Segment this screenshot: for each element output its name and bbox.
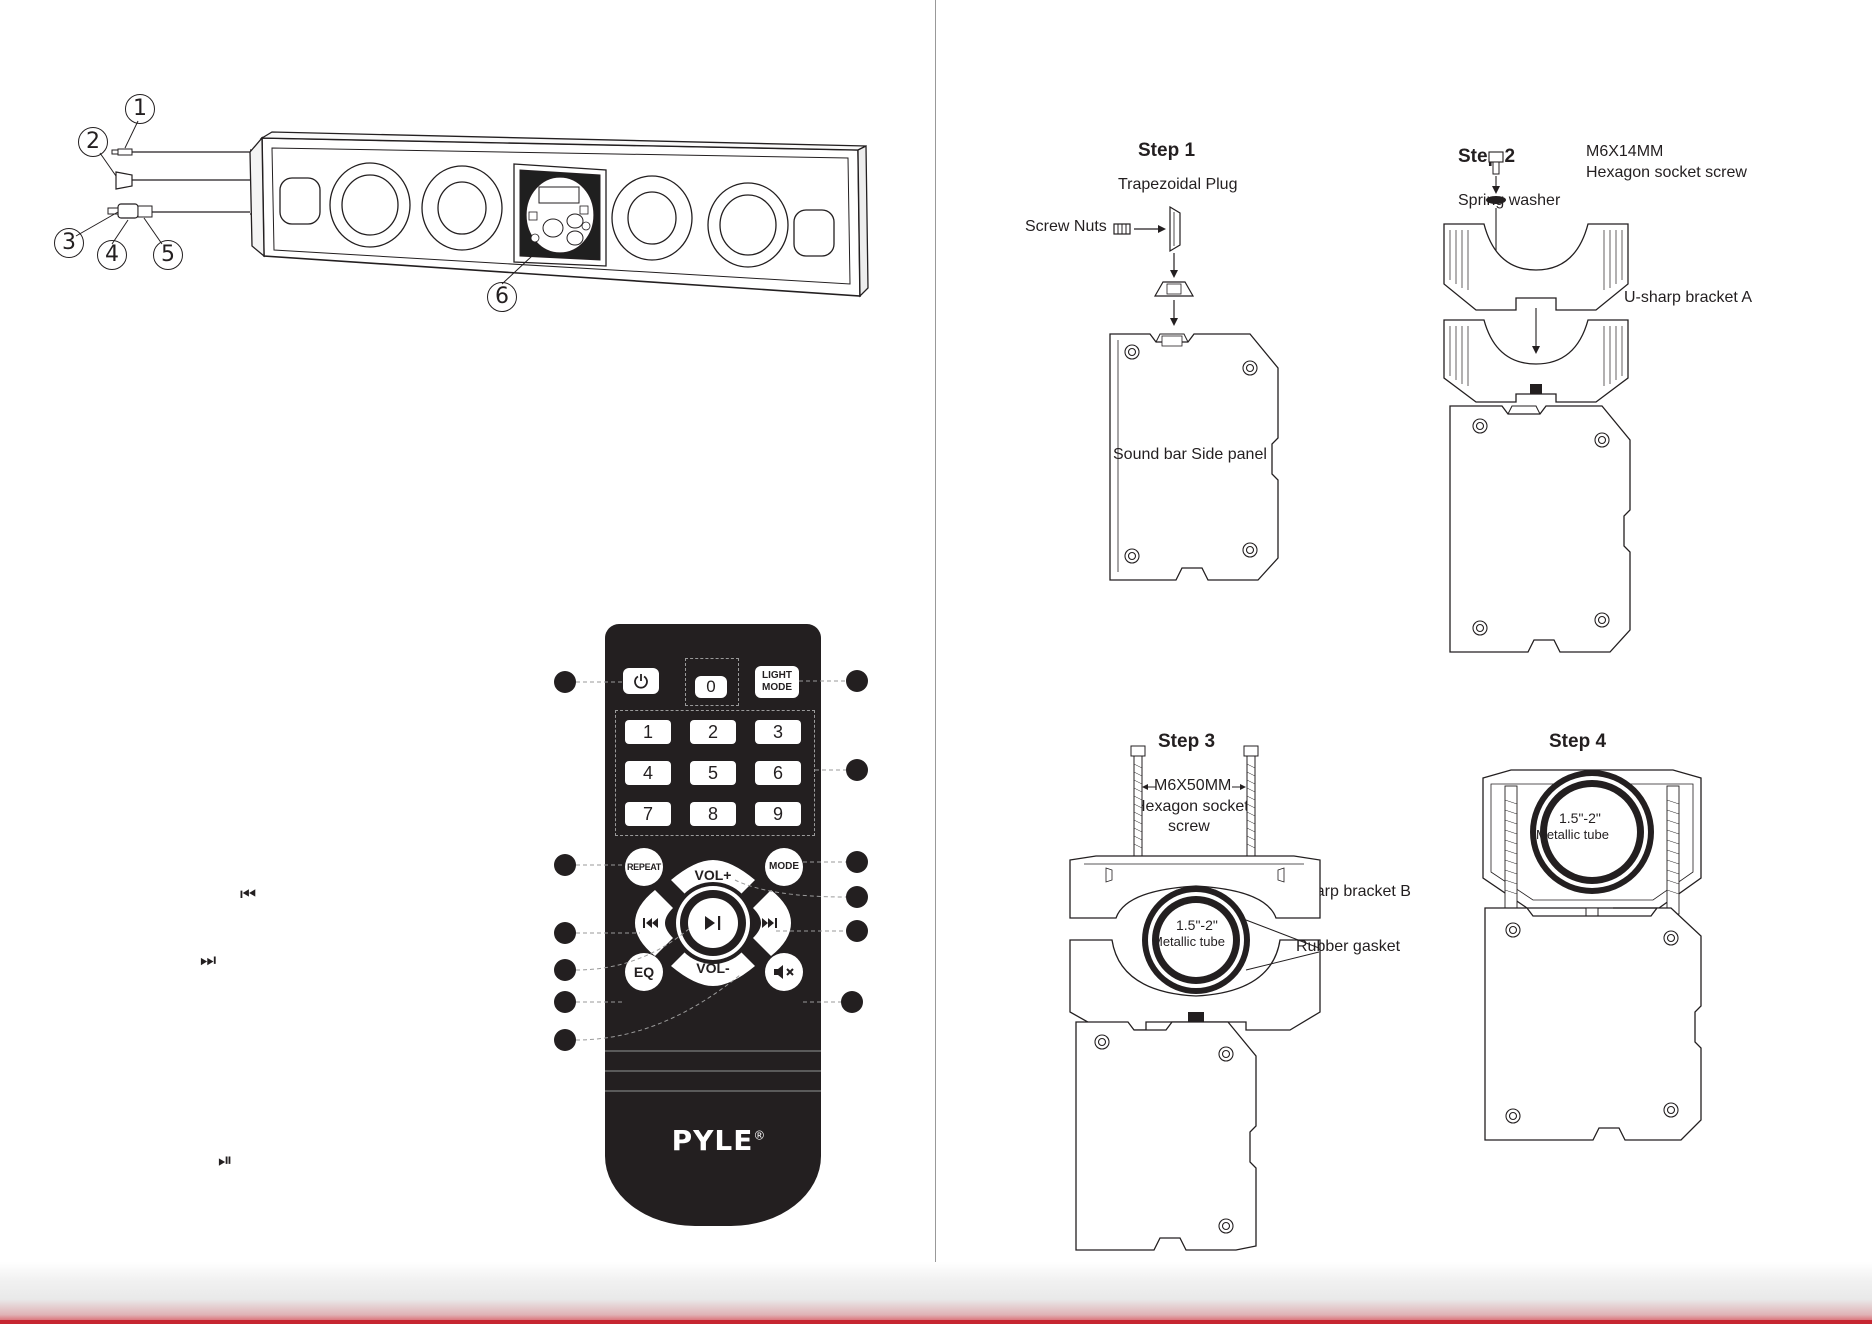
step4-diagram bbox=[1482, 769, 1702, 1141]
step1-trapezoidal-plug-label: Trapezoidal Plug bbox=[1118, 176, 1238, 193]
step3-diagram bbox=[1069, 745, 1321, 1251]
remote-divider-2 bbox=[605, 1070, 821, 1072]
digit-button-6[interactable]: 6 bbox=[755, 761, 801, 785]
step4-title: Step 4 bbox=[1549, 731, 1607, 752]
number-pad-frame bbox=[615, 710, 815, 836]
step4-tube-label-line1: 1.5"-2" bbox=[1559, 810, 1601, 826]
step3-rubber-gasket-label: Rubber gasket bbox=[1296, 938, 1401, 955]
remote-divider-1 bbox=[605, 1050, 821, 1052]
digit-button-1[interactable]: 1 bbox=[625, 720, 671, 744]
page-divider bbox=[935, 0, 936, 1290]
step4-tube-label-line2: Metallic tube bbox=[1536, 827, 1609, 842]
step2-spring-washer-label: Spring washer bbox=[1458, 192, 1561, 209]
step3-screw-label-line1: M6X50MM bbox=[1154, 777, 1232, 794]
mute-button[interactable] bbox=[765, 953, 803, 991]
step1-screw-nuts-label: Screw Nuts bbox=[1025, 218, 1107, 235]
digit-button-8[interactable]: 8 bbox=[690, 802, 736, 826]
light-mode-label-line1: LIGHT bbox=[762, 670, 792, 681]
light-mode-label-line2: MODE bbox=[762, 682, 792, 693]
remote-divider-3 bbox=[605, 1090, 821, 1092]
callout-2: 2 bbox=[78, 127, 108, 157]
callout-1: 1 bbox=[125, 94, 155, 124]
brand-logo: PYLE® bbox=[669, 1124, 769, 1157]
footer-red-line bbox=[0, 1320, 1872, 1324]
previous-track-icon: ⏮ bbox=[240, 884, 257, 905]
power-button[interactable] bbox=[623, 668, 659, 694]
step3-tube-label-line1: 1.5"-2" bbox=[1176, 917, 1218, 933]
remote-callouts bbox=[554, 670, 868, 1051]
navigation-pad bbox=[635, 860, 791, 986]
step3-screw-label-line2: Hexagon socket bbox=[1134, 798, 1249, 815]
callout-4: 4 bbox=[97, 240, 127, 270]
eq-button[interactable]: EQ bbox=[625, 953, 663, 991]
brand-name: PYLE bbox=[671, 1124, 754, 1157]
mute-icon bbox=[774, 965, 794, 979]
digit-button-2[interactable]: 2 bbox=[690, 720, 736, 744]
digit-button-7[interactable]: 7 bbox=[625, 802, 671, 826]
repeat-button[interactable]: REPEAT bbox=[625, 848, 663, 886]
vol-down-button[interactable]: VOL- bbox=[696, 960, 730, 976]
callout-3: 3 bbox=[54, 228, 84, 258]
soundbar-diagram bbox=[75, 120, 869, 298]
remote-control: 0 LIGHT MODE 1 2 3 4 5 6 7 8 9 bbox=[605, 624, 821, 1226]
step1-title: Step 1 bbox=[1138, 140, 1196, 161]
step2-screw-label-line1: M6X14MM bbox=[1586, 143, 1664, 160]
light-mode-button[interactable]: LIGHT MODE bbox=[755, 666, 799, 698]
right-page: Step 1 Trapezoidal Plug Screw Nuts Soun bbox=[936, 0, 1872, 1324]
power-icon bbox=[634, 674, 648, 689]
next-track-icon: ⏭ bbox=[200, 950, 217, 971]
callout-5: 5 bbox=[153, 240, 183, 270]
registered-mark: ® bbox=[753, 1128, 767, 1143]
step3-screw-label-line3: screw bbox=[1168, 818, 1210, 835]
digit-button-4[interactable]: 4 bbox=[625, 761, 671, 785]
zero-button-frame bbox=[685, 658, 739, 706]
zero-button[interactable]: 0 bbox=[695, 676, 727, 698]
step3-tube-label-line2: Metallic tube bbox=[1152, 934, 1225, 949]
mode-button[interactable]: MODE bbox=[765, 848, 803, 886]
step1-side-panel bbox=[1109, 333, 1279, 581]
play-pause-icon: ⏯ bbox=[218, 1150, 233, 1171]
footer-gradient-band bbox=[0, 1262, 1872, 1324]
step2-bracket-a-label: U-sharp bracket A bbox=[1624, 289, 1753, 306]
left-page: 1 2 3 4 5 6 ⏮ ⏭ ⏯ 0 LIGHT MODE 1 2 3 4 5… bbox=[54, 94, 869, 1226]
step1-side-panel-label: Sound bar Side panel bbox=[1113, 446, 1267, 463]
vol-up-button[interactable]: VOL+ bbox=[694, 867, 732, 883]
digit-button-3[interactable]: 3 bbox=[755, 720, 801, 744]
step2-diagram bbox=[1443, 151, 1631, 653]
step2-screw-label-line2: Hexagon socket screw bbox=[1586, 164, 1747, 181]
callout-6: 6 bbox=[487, 282, 517, 312]
digit-button-5[interactable]: 5 bbox=[690, 761, 736, 785]
digit-button-9[interactable]: 9 bbox=[755, 802, 801, 826]
step3-title: Step 3 bbox=[1158, 731, 1216, 752]
step1-diagram bbox=[1113, 205, 1195, 326]
